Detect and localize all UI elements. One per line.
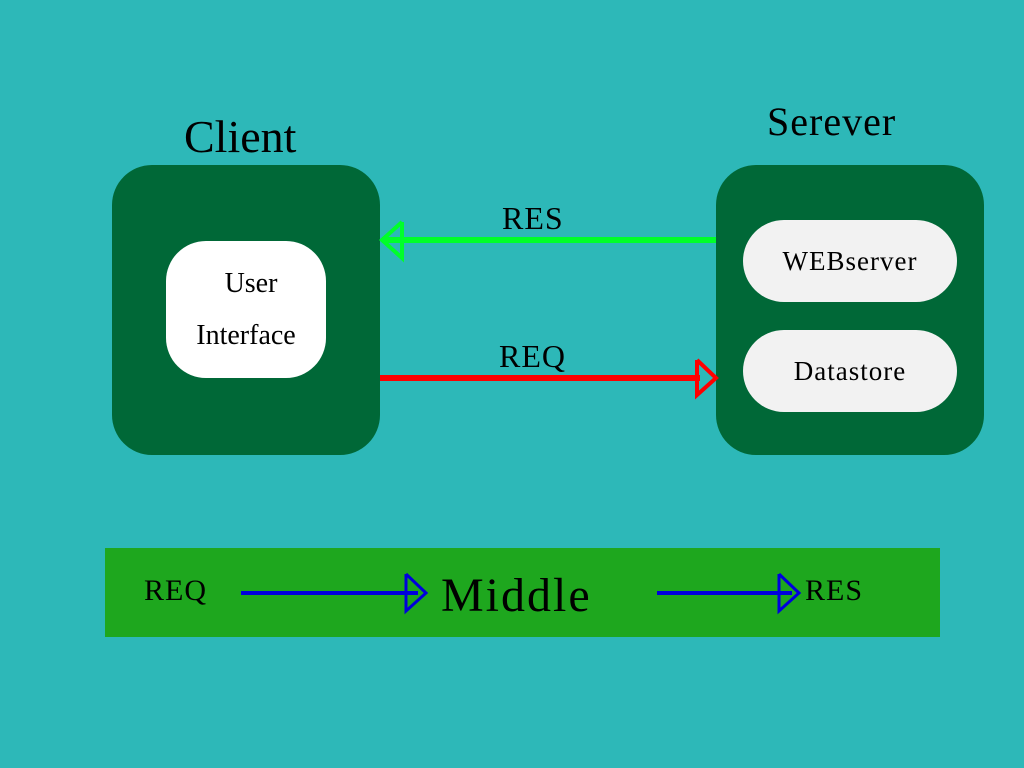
middle-right-arrow-head: [777, 572, 802, 615]
client-title: Client: [184, 111, 297, 162]
server-title: Serever: [767, 99, 897, 144]
res-arrow-label: RES: [502, 200, 564, 236]
datastore-label: Datastore: [793, 355, 907, 386]
middle-req-label: REQ: [144, 574, 207, 607]
res-arrow-head: [379, 220, 404, 263]
user-interface-line2: Interface: [196, 319, 296, 351]
middle-res-label: RES: [805, 574, 864, 607]
middle-left-arrow-head: [404, 572, 429, 615]
middle-title: Middle: [441, 569, 592, 622]
webserver-node: WEBserver: [743, 220, 957, 302]
res-arrow: [379, 220, 716, 263]
req-arrow-label: REQ: [499, 338, 566, 374]
middle-right-arrow: [657, 572, 802, 615]
datastore-node: Datastore: [743, 330, 957, 412]
webserver-label: WEBserver: [782, 245, 918, 276]
req-arrow-head: [695, 358, 719, 400]
user-interface-line1: User: [224, 267, 278, 299]
user-interface-node: User Interface: [166, 241, 326, 378]
req-arrow: [380, 358, 719, 400]
middle-left-arrow: [241, 572, 429, 615]
